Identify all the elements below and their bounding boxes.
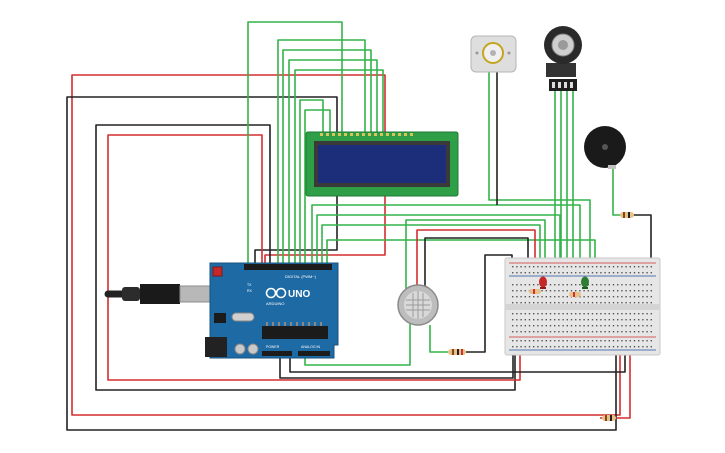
wire-green-lcd-4[interactable] [288,59,378,268]
wires [66,21,652,431]
wire-black-bottom-1[interactable] [279,350,514,379]
wire-green-lcd-7[interactable] [304,109,331,268]
wire-black-bottom-2[interactable] [289,345,626,373]
arduino-logo-icon [265,287,287,299]
gas-sensor-icon[interactable] [397,284,439,326]
wire-green-gas-out[interactable] [429,325,448,353]
tx-label: TX [247,283,252,287]
wire-green-buzzer[interactable] [612,168,622,216]
wire-green-sig-3[interactable] [321,224,541,268]
wire-black-outer[interactable] [66,96,617,431]
wire-red-outer[interactable] [71,74,621,416]
wire-red-gas[interactable] [416,229,536,292]
wire-black-inner-1[interactable] [95,124,516,391]
wire-green-sig-2[interactable] [316,214,561,268]
wire-red-inner-1[interactable] [107,134,521,381]
breadboard[interactable] [504,257,661,356]
wire-green-analog[interactable] [304,322,411,366]
led-icon[interactable] [539,276,547,290]
wire-green-motor-1[interactable] [488,72,591,258]
resistor-icon[interactable] [448,349,466,355]
piezo-buzzer-icon[interactable] [584,126,626,169]
resistor-buzzer[interactable] [620,212,634,218]
resistor-led-1[interactable] [529,289,541,294]
analog-header-label: ANALOG IN [301,345,321,349]
wire-green-lcd-6[interactable] [299,99,324,268]
digital-header-label: DIGITAL (PWM~) [285,274,317,279]
wire-green-lcd-5[interactable] [294,69,384,268]
wire-black-buzzer[interactable] [632,214,652,265]
rx-label: RX [247,289,253,293]
usb-cable-icon[interactable] [104,284,224,304]
wire-green-lcd-2[interactable] [277,39,366,268]
wire-black-gas[interactable] [424,237,529,292]
lcd-display[interactable] [305,131,459,197]
arduino-model-label: UNO [288,289,310,300]
resistor-bottom[interactable] [602,415,616,421]
wire-green-lcd-3[interactable] [282,49,372,268]
resistor-led-2[interactable] [569,292,581,297]
dc-motor-icon[interactable] [470,35,517,73]
breadboard-holes [512,266,652,348]
arduino-uno-board[interactable]: UNO ARDUINO DIGITAL (PWM~) TX RX POWER A… [104,262,339,359]
wire-green-gas[interactable] [405,219,546,292]
led-green[interactable] [581,276,589,290]
lcd-pins [320,133,413,136]
wire-green-sig-4[interactable] [326,239,596,268]
power-header-label: POWER [266,345,280,349]
arduino-brand-label: ARDUINO [266,301,284,306]
wire-green-lcd-1[interactable] [247,21,343,268]
rotary-encoder-icon[interactable] [544,26,582,91]
wire-green-sig-1[interactable] [311,204,581,268]
